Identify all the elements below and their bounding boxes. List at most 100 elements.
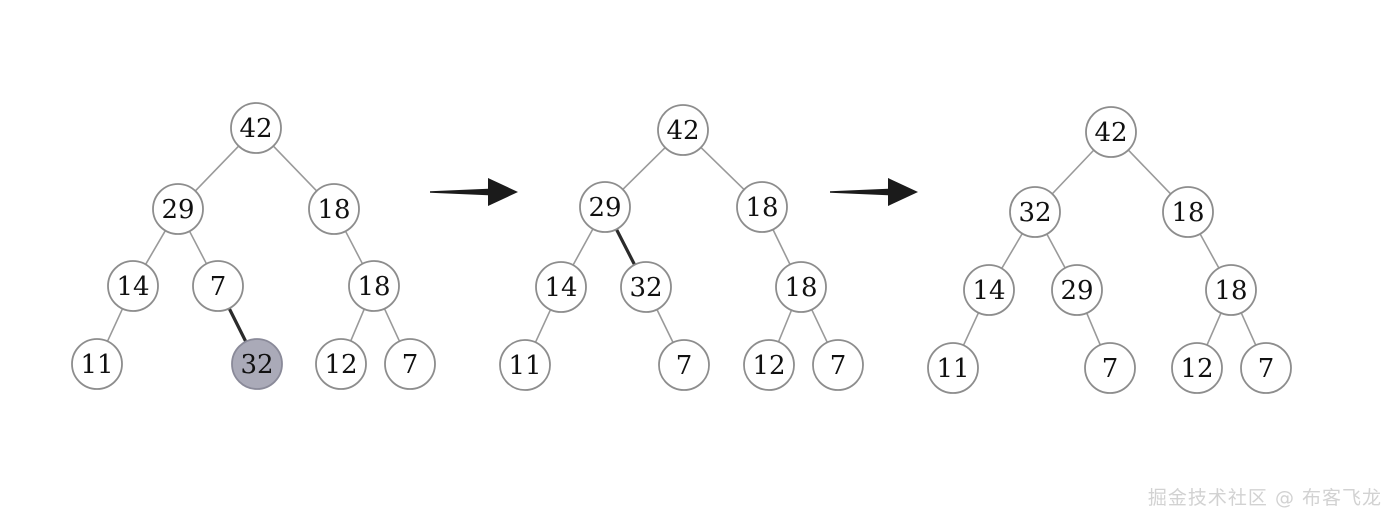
tree-node-circle [1051, 264, 1103, 316]
tree-node: 7 [1084, 342, 1136, 394]
tree-edge [1000, 232, 1024, 270]
tree-node-label: 11 [936, 354, 969, 384]
tree-node: 14 [963, 264, 1015, 316]
tree-node: 32 [231, 338, 283, 390]
tree-edge [810, 308, 829, 344]
tree-edge [1046, 233, 1066, 269]
tree-edge [777, 309, 793, 343]
tree-node-circle [1171, 342, 1223, 394]
tree-node: 12 [1171, 342, 1223, 394]
tree-node-circle [579, 181, 631, 233]
tree-node: 29 [1051, 264, 1103, 316]
tree-node-label: 12 [752, 351, 785, 381]
tree-node-label: 7 [1102, 354, 1119, 384]
tree-edge [106, 307, 124, 343]
tree-node-circle [1084, 342, 1136, 394]
tree-node-circle [71, 338, 123, 390]
tree-node: 11 [499, 339, 551, 391]
tree-node-circle [963, 264, 1015, 316]
tree-node-circle [620, 261, 672, 313]
tree-edge [621, 146, 667, 191]
tree-node: 12 [743, 339, 795, 391]
tree-node-label: 42 [666, 116, 699, 146]
tree-node-label: 18 [1214, 276, 1247, 306]
tree-node: 7 [384, 338, 436, 390]
tree-edge [1051, 149, 1095, 195]
tree-node: 11 [927, 342, 979, 394]
tree-node: 18 [348, 260, 400, 312]
tree-node-circle [812, 339, 864, 391]
tree-node-circle [657, 104, 709, 156]
tree-node-label: 11 [508, 351, 541, 381]
tree-node: 18 [775, 261, 827, 313]
tree-node: 18 [736, 181, 788, 233]
tree-edge [144, 229, 167, 266]
tree-node-circle [1205, 264, 1257, 316]
tree-node-label: 11 [80, 350, 113, 380]
tree-node-circle [192, 260, 244, 312]
transition-arrow [430, 178, 518, 206]
tree-node-label: 32 [240, 350, 273, 380]
tree-node-label: 14 [544, 273, 577, 303]
transition-arrow [830, 178, 918, 206]
arrows-layer [430, 178, 918, 206]
tree-edge [1127, 149, 1172, 195]
tree-node-label: 12 [1180, 354, 1213, 384]
tree-node-circle [499, 339, 551, 391]
tree-node: 18 [308, 183, 360, 235]
tree-node-circle [348, 260, 400, 312]
tree-edge [1240, 312, 1257, 346]
arrow-head-icon [888, 178, 918, 206]
tree-node-circle [152, 183, 204, 235]
tree-edge [534, 308, 552, 344]
tree-node-label: 18 [357, 272, 390, 302]
tree-node-label: 42 [239, 114, 272, 144]
tree-edge-active [614, 227, 637, 267]
watermark-text: 掘金技术社区 @ 布客飞龙 [1147, 487, 1382, 509]
tree-node-circle [1240, 342, 1292, 394]
tree-node: 7 [812, 339, 864, 391]
tree-edge [188, 230, 208, 265]
tree-edge-active [227, 306, 248, 344]
tree-node: 32 [1009, 186, 1061, 238]
tree-node-label: 7 [676, 351, 693, 381]
tree-node-label: 32 [629, 273, 662, 303]
tree-node-label: 18 [745, 193, 778, 223]
tree-node-label: 29 [588, 193, 621, 223]
tree-node-circle [927, 342, 979, 394]
tree-edge [1085, 312, 1102, 346]
tree-node: 18 [1205, 264, 1257, 316]
tree-node: 7 [192, 260, 244, 312]
tree-node-label: 7 [210, 272, 227, 302]
tree-node: 29 [152, 183, 204, 235]
tree-node-circle [107, 260, 159, 312]
tree-node: 11 [71, 338, 123, 390]
tree-node-label: 29 [1060, 276, 1093, 306]
arrow-head-icon [488, 178, 518, 206]
tree-edge [383, 307, 401, 343]
tree-node: 7 [1240, 342, 1292, 394]
tree-node-circle [1085, 106, 1137, 158]
tree-node-circle [743, 339, 795, 391]
tree-node-label: 18 [1171, 198, 1204, 228]
tree-node-label: 18 [784, 273, 817, 303]
tree-edge [572, 228, 594, 266]
tree-node: 14 [107, 260, 159, 312]
tree-node-circle [1162, 186, 1214, 238]
tree-edge [656, 308, 674, 344]
tree-node: 29 [579, 181, 631, 233]
tree-node-circle [736, 181, 788, 233]
tree-node-circle [658, 339, 710, 391]
tree-edge [700, 146, 745, 191]
tree-edge [272, 145, 318, 192]
tree-node-label: 32 [1018, 198, 1051, 228]
tree-edge [194, 145, 240, 192]
tree-node: 18 [1162, 186, 1214, 238]
tree-node-circle [775, 261, 827, 313]
tree-node-circle [384, 338, 436, 390]
tree-edge [1199, 233, 1220, 269]
tree-node-circle [230, 102, 282, 154]
